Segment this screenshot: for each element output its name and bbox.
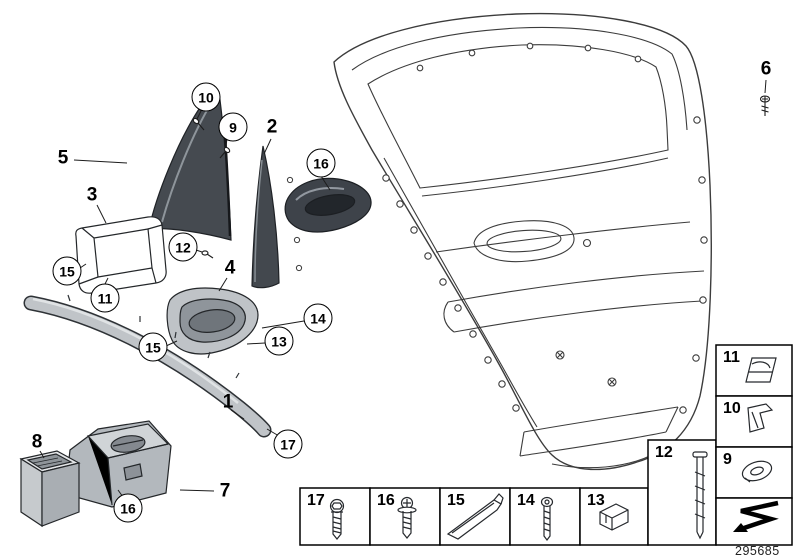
pan-head-screw-icon xyxy=(540,496,554,541)
legend-label-17: 17 xyxy=(307,492,325,509)
part-accent-trim-strip xyxy=(23,294,272,438)
legend-label-11: 11 xyxy=(723,349,740,366)
callout-17[interactable]: 17 xyxy=(273,429,303,459)
callout-2[interactable]: 2 xyxy=(266,116,278,138)
leader-lines xyxy=(39,79,767,498)
legend-label-10: 10 xyxy=(723,400,741,417)
torx-screw-icon xyxy=(329,498,345,540)
bracket-rail-icon xyxy=(446,493,504,540)
callout-8[interactable]: 8 xyxy=(31,431,43,453)
callout-6[interactable]: 6 xyxy=(760,58,772,80)
legend-label-12: 12 xyxy=(655,444,673,461)
callout-14[interactable]: 14 xyxy=(303,303,333,333)
part-pull-handle-trim xyxy=(166,287,259,355)
part-switch-bracket xyxy=(67,420,172,508)
callout-3[interactable]: 3 xyxy=(86,184,98,206)
part-switch-bezel-frame xyxy=(75,216,167,294)
callout-15-handle[interactable]: 15 xyxy=(138,332,168,362)
callout-5[interactable]: 5 xyxy=(57,147,69,169)
callout-7[interactable]: 7 xyxy=(219,480,231,502)
expansion-rivet-icon xyxy=(692,451,708,540)
callout-13[interactable]: 13 xyxy=(264,326,294,356)
spring-clip-icon xyxy=(745,357,777,383)
callout-15-frame[interactable]: 15 xyxy=(52,256,82,286)
callout-9[interactable]: 9 xyxy=(218,112,248,142)
legend-label-15: 15 xyxy=(447,492,465,509)
legend-label-16: 16 xyxy=(377,492,395,509)
callout-16-handle[interactable]: 16 xyxy=(306,148,336,178)
sheet-metal-clip-icon xyxy=(599,503,629,531)
snap-clip-icon xyxy=(747,403,774,433)
legend-label-14: 14 xyxy=(517,492,535,509)
direction-arrow-icon xyxy=(733,500,779,533)
flange-screw-icon xyxy=(397,496,417,539)
callout-12[interactable]: 12 xyxy=(168,232,198,262)
callout-10[interactable]: 10 xyxy=(191,82,221,112)
figure-number: 295685 xyxy=(735,544,780,558)
grommet-icon xyxy=(741,460,773,483)
legend-label-9: 9 xyxy=(723,451,732,468)
screw-6-icon xyxy=(759,95,771,116)
callout-16-bracket[interactable]: 16 xyxy=(113,493,143,523)
door-panel-illustration xyxy=(333,12,712,471)
callout-11[interactable]: 11 xyxy=(90,283,120,313)
legend-cell-direction[interactable] xyxy=(715,497,793,546)
callout-4[interactable]: 4 xyxy=(224,257,236,279)
clip-pin-icons xyxy=(192,117,231,259)
legend-grid xyxy=(299,344,793,546)
legend-label-13: 13 xyxy=(587,492,605,509)
part-mirror-triangle-trim xyxy=(148,91,232,241)
part-door-pull-handle xyxy=(284,177,372,233)
legend-cell-17[interactable] xyxy=(299,487,371,546)
part-storage-tray xyxy=(19,450,81,528)
callout-1[interactable]: 1 xyxy=(222,391,234,413)
